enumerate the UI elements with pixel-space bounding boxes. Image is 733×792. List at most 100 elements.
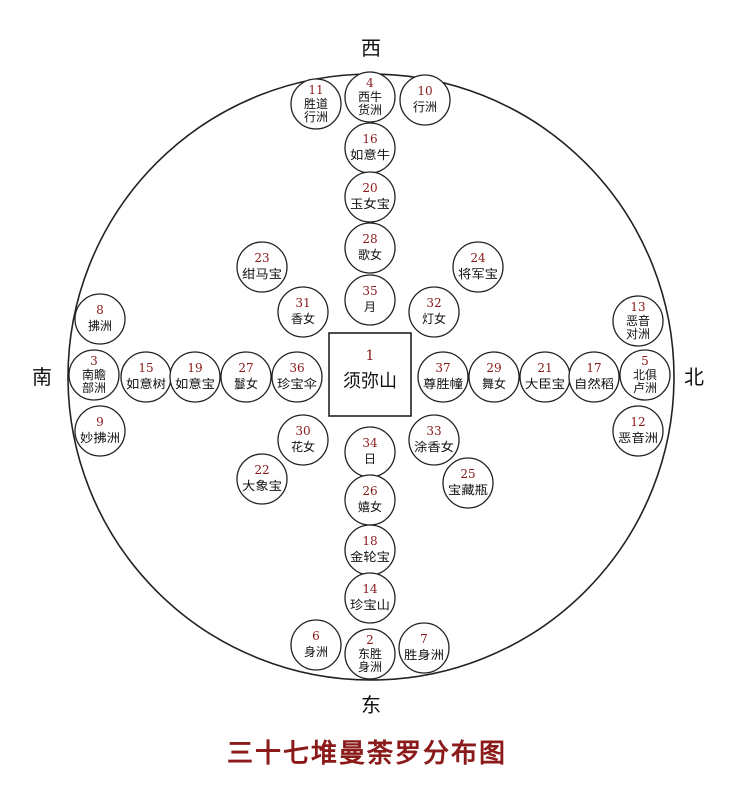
node-number: 36 bbox=[289, 361, 304, 375]
node-circle bbox=[568, 351, 620, 403]
node-circle bbox=[236, 453, 288, 505]
node-circle bbox=[290, 78, 342, 130]
node-label: 尊胜幢 bbox=[423, 376, 463, 391]
direction-west: 西 bbox=[361, 36, 381, 60]
node-circle bbox=[344, 71, 396, 123]
node-number: 6 bbox=[312, 629, 320, 643]
node-circle bbox=[169, 351, 221, 403]
node-circle bbox=[74, 405, 126, 457]
node-label: 如意宝 bbox=[175, 376, 215, 391]
node-label: 涂香女 bbox=[414, 439, 454, 454]
node-label: 灯女 bbox=[422, 311, 446, 326]
center-label: 须弥山 bbox=[343, 371, 397, 392]
node-circle bbox=[612, 295, 664, 347]
mandala-node-10: 10 行洲 bbox=[399, 74, 451, 126]
node-label: 金轮宝 bbox=[350, 549, 390, 564]
node-number: 28 bbox=[362, 232, 377, 246]
node-label: 绀马宝 bbox=[242, 267, 282, 281]
node-number: 27 bbox=[238, 361, 253, 375]
node-label: 香女 bbox=[291, 311, 315, 326]
node-circle bbox=[220, 351, 272, 403]
node-label: 珍宝伞 bbox=[277, 376, 317, 391]
node-number: 35 bbox=[362, 284, 377, 298]
node-number: 22 bbox=[254, 463, 269, 477]
node-circle bbox=[344, 274, 396, 326]
node-label: 恶音 bbox=[626, 313, 650, 328]
node-label: 行洲 bbox=[413, 100, 437, 114]
node-number: 20 bbox=[362, 181, 377, 195]
nodes-layer: 4西牛货洲11胜道行洲10行洲16如意牛20玉女宝28歌女35月23绀马宝24将… bbox=[68, 71, 671, 680]
node-number: 12 bbox=[630, 415, 645, 429]
node-label: 大象宝 bbox=[242, 479, 282, 493]
node-number: 5 bbox=[641, 354, 649, 368]
node-circle bbox=[277, 414, 329, 466]
direction-east: 东 bbox=[361, 693, 381, 717]
node-number: 7 bbox=[420, 632, 428, 646]
node-number: 10 bbox=[417, 84, 432, 98]
node-circle bbox=[442, 457, 494, 509]
node-label: 东胜 bbox=[358, 646, 382, 661]
node-circle bbox=[612, 405, 664, 457]
mandala-node-6: 6身洲 bbox=[290, 619, 342, 671]
center-number: 1 bbox=[366, 348, 375, 364]
node-label: 货洲 bbox=[358, 102, 382, 117]
node-label: 如意树 bbox=[126, 376, 166, 391]
node-circle bbox=[468, 351, 520, 403]
node-number: 24 bbox=[470, 251, 486, 265]
mandala-node-34: 34日 bbox=[344, 426, 396, 478]
node-circle bbox=[398, 622, 450, 674]
node-label: 对洲 bbox=[626, 327, 650, 341]
node-circle bbox=[74, 293, 126, 345]
node-circle bbox=[68, 349, 120, 401]
node-number: 21 bbox=[537, 361, 552, 375]
node-circle bbox=[408, 286, 460, 338]
node-circle bbox=[399, 74, 451, 126]
node-label: 恶音洲 bbox=[618, 430, 658, 445]
node-number: 34 bbox=[362, 436, 378, 450]
node-number: 4 bbox=[366, 76, 374, 90]
node-label: 舞女 bbox=[482, 376, 506, 391]
node-label: 大臣宝 bbox=[525, 377, 565, 391]
node-number: 19 bbox=[187, 361, 202, 375]
node-label: 南瞻 bbox=[82, 367, 106, 382]
node-number: 11 bbox=[308, 83, 323, 97]
node-number: 26 bbox=[362, 484, 377, 498]
mandala-node-8: 8拂洲 bbox=[74, 293, 126, 345]
node-label: 胜道 bbox=[304, 96, 328, 111]
diagram-title: 三十七堆曼荼罗分布图 bbox=[227, 739, 507, 769]
node-circle bbox=[452, 241, 504, 293]
node-number: 9 bbox=[96, 415, 104, 429]
node-circle bbox=[290, 619, 342, 671]
node-number: 23 bbox=[254, 251, 269, 265]
node-label: 月 bbox=[364, 300, 376, 314]
node-circle bbox=[271, 351, 323, 403]
node-number: 15 bbox=[138, 361, 153, 375]
node-label: 花女 bbox=[291, 439, 315, 454]
node-circle bbox=[344, 222, 396, 274]
node-label: 将军宝 bbox=[458, 267, 498, 281]
node-label: 身洲 bbox=[304, 644, 328, 659]
node-circle bbox=[619, 349, 671, 401]
node-circle bbox=[344, 171, 396, 223]
node-label: 胜身洲 bbox=[404, 647, 444, 662]
node-number: 3 bbox=[90, 354, 98, 368]
node-circle bbox=[344, 572, 396, 624]
